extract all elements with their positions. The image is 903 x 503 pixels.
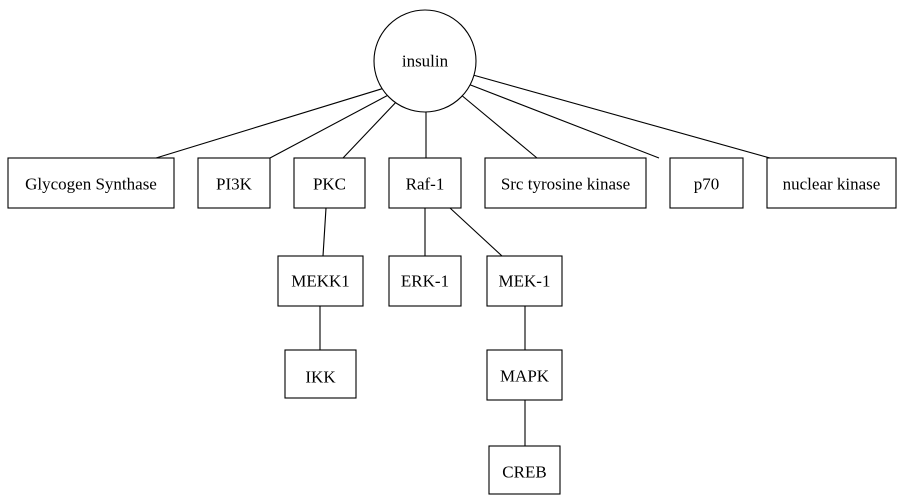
edge-insulin-glycogen-synthase <box>155 85 392 159</box>
node-raf1-shape <box>388 157 462 209</box>
node-pi3k-shape <box>197 157 271 209</box>
node-mapk-shape <box>486 349 563 401</box>
node-pi3k: PI3K <box>197 157 271 209</box>
node-pkc-label: PKC <box>313 175 346 194</box>
node-mek1: MEK-1 <box>486 255 563 307</box>
node-erk1: ERK-1 <box>388 255 462 307</box>
node-erk1-shape <box>388 255 462 307</box>
node-mek1-shape <box>486 255 563 307</box>
edge-insulin-nuclear-kinase <box>472 74 771 159</box>
edge-insulin-p70 <box>467 83 660 159</box>
node-p70: p70 <box>669 157 744 209</box>
node-mapk: MAPK <box>486 349 563 401</box>
node-glycogen-synthase-shape <box>7 157 175 209</box>
node-nuclear-kinase-shape <box>766 157 897 209</box>
node-creb-shape <box>488 445 561 495</box>
node-raf1: Raf-1 <box>388 157 462 209</box>
node-ikk: IKK <box>284 349 357 399</box>
node-src-tyrosine-kinase-shape <box>484 157 647 209</box>
node-erk1-label: ERK-1 <box>401 272 449 291</box>
node-glycogen-synthase-label: Glycogen Synthase <box>25 175 157 194</box>
node-mapk-label: MAPK <box>500 367 550 386</box>
edge-insulin-pkc <box>342 98 400 159</box>
edge-insulin-src <box>459 93 538 159</box>
edge-insulin-pi3k <box>269 91 395 159</box>
node-p70-shape <box>669 157 744 209</box>
node-pi3k-label: PI3K <box>216 175 253 194</box>
edge-raf1-mek1 <box>449 207 503 257</box>
node-ikk-label: IKK <box>305 368 336 387</box>
node-insulin-label: insulin <box>402 52 449 71</box>
node-mekk1: MEKK1 <box>277 255 364 307</box>
edges <box>155 74 771 446</box>
node-insulin: insulin <box>373 9 477 113</box>
node-glycogen-synthase: Glycogen Synthase <box>7 157 175 209</box>
node-nuclear-kinase: nuclear kinase <box>766 157 897 209</box>
node-p70-label: p70 <box>694 175 720 194</box>
node-src-tyrosine-kinase: Src tyrosine kinase <box>484 157 647 209</box>
node-creb: CREB <box>488 445 561 495</box>
node-src-tyrosine-kinase-label: Src tyrosine kinase <box>501 175 630 194</box>
node-raf1-label: Raf-1 <box>406 175 445 194</box>
node-pkc: PKC <box>293 157 366 209</box>
node-pkc-shape <box>293 157 366 209</box>
edge-pkc-mekk1 <box>322 207 327 257</box>
node-insulin-shape <box>373 9 477 113</box>
node-creb-label: CREB <box>502 463 546 482</box>
node-mekk1-shape <box>277 255 364 307</box>
node-mekk1-label: MEKK1 <box>291 272 350 291</box>
node-ikk-shape <box>284 349 357 399</box>
node-mek1-label: MEK-1 <box>499 272 551 291</box>
node-nuclear-kinase-label: nuclear kinase <box>783 175 881 194</box>
